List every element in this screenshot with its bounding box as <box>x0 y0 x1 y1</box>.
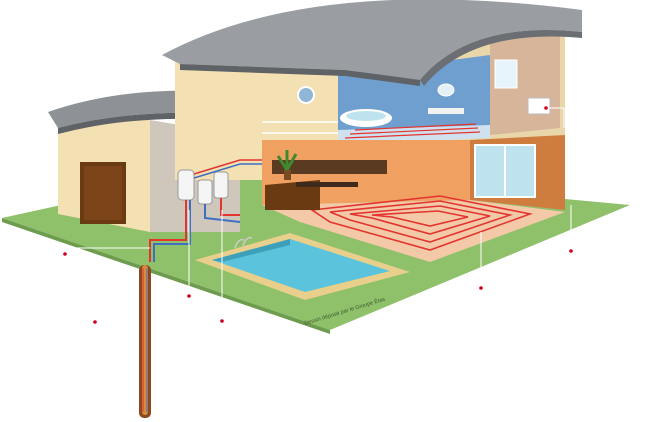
washbasin <box>428 83 464 114</box>
dining-table <box>296 182 358 187</box>
geothermal-probe-icon <box>139 265 151 418</box>
hotspot-pool[interactable] <box>93 320 97 324</box>
hotspot-tanks[interactable] <box>220 319 224 323</box>
heat-pump-icon <box>149 159 262 262</box>
lawn-edge <box>2 218 330 334</box>
hotspot-floor-heating[interactable] <box>479 286 483 290</box>
swimming-pool-icon <box>195 233 410 300</box>
hotspot-heat-pump[interactable] <box>187 294 191 298</box>
kitchen-counter <box>272 160 387 174</box>
hotspot-exterior[interactable] <box>569 249 573 253</box>
pool-ladder <box>234 236 253 249</box>
underfloor-heating-icon <box>309 195 533 251</box>
radiator-icon <box>527 97 551 115</box>
round-window <box>297 86 315 104</box>
upper-floor-heating-pipes <box>344 123 481 139</box>
bathtub <box>340 109 392 127</box>
hotspot-probe[interactable] <box>63 252 67 256</box>
potted-plant <box>276 150 298 180</box>
kitchen-island <box>265 180 320 210</box>
callout-lines <box>65 107 572 320</box>
hotspot-radiator[interactable] <box>544 106 548 110</box>
main-roof <box>162 0 582 80</box>
hotspot-markers[interactable] <box>63 106 573 324</box>
